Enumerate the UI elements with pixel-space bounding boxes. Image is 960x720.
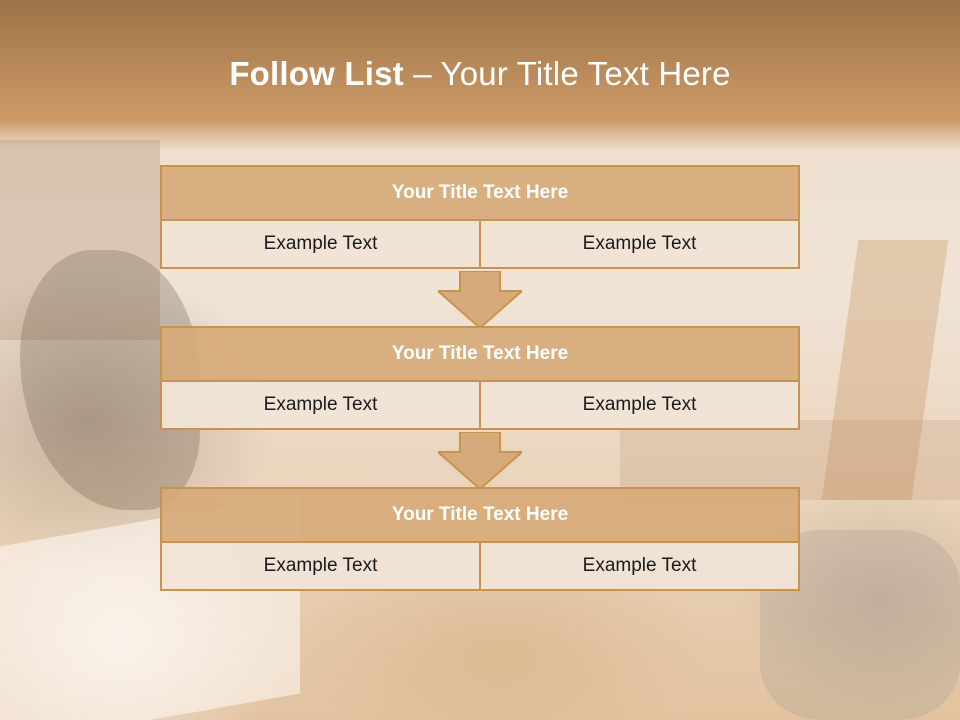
- step-1-left-text: Example Text: [160, 219, 481, 269]
- step-3-left-text: Example Text: [160, 541, 481, 591]
- flow-step-1: Your Title Text Here Example Text Exampl…: [160, 165, 800, 269]
- desk-shape: [620, 420, 960, 500]
- step-3-row: Example Text Example Text: [160, 541, 800, 591]
- slide-title-bold: Follow List: [229, 55, 404, 92]
- flow-step-2: Your Title Text Here Example Text Exampl…: [160, 326, 800, 430]
- slide-title: Follow List – Your Title Text Here: [0, 55, 960, 93]
- step-1-title: Your Title Text Here: [160, 165, 800, 221]
- header-band: [0, 0, 960, 150]
- flow-step-3: Your Title Text Here Example Text Exampl…: [160, 487, 800, 591]
- step-2-right-text: Example Text: [479, 380, 800, 430]
- down-arrow-icon: [438, 271, 522, 329]
- step-3-right-text: Example Text: [479, 541, 800, 591]
- step-2-title: Your Title Text Here: [160, 326, 800, 382]
- step-1-right-text: Example Text: [479, 219, 800, 269]
- step-2-left-text: Example Text: [160, 380, 481, 430]
- slide-title-rest: – Your Title Text Here: [403, 55, 731, 92]
- step-2-row: Example Text Example Text: [160, 380, 800, 430]
- bookshelf-shape: [0, 140, 160, 340]
- down-arrow-icon: [438, 432, 522, 490]
- step-1-row: Example Text Example Text: [160, 219, 800, 269]
- step-3-title: Your Title Text Here: [160, 487, 800, 543]
